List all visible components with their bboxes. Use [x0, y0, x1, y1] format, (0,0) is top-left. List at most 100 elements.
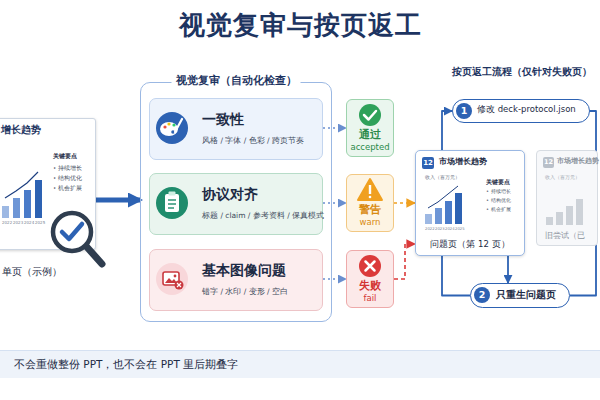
- node-text: • 结构优化: [53, 175, 82, 181]
- bar-chart-faded: [566, 206, 573, 225]
- status-box: 警告warn: [346, 174, 394, 232]
- node-text: 市场增长趋势: [439, 157, 487, 166]
- node-text: • 机会扩展: [53, 185, 82, 191]
- node-text: 协议对齐: [202, 186, 258, 202]
- image-icon: [156, 263, 188, 295]
- node-text: 修改 deck-protocol.json: [477, 105, 576, 115]
- image-icon: [165, 278, 177, 283]
- bar-chart-faded: [546, 199, 583, 225]
- node-text: 2022: [2, 221, 12, 226]
- slide-card-faded: 12市场增长趋势收入（百万元）旧尝试（已: [536, 150, 598, 246]
- node-text: 一致性: [202, 111, 244, 127]
- node-text: 标题 / claim / 参考资料 / 保真模式: [202, 212, 324, 221]
- connector: [394, 244, 415, 279]
- node-text: 2023: [435, 227, 445, 231]
- connector: [507, 256, 509, 283]
- bar-chart-faded: [546, 217, 553, 225]
- node-text: warn: [347, 218, 393, 228]
- group-box: 视觉复审（自动化检查）一致性风格 / 字体 / 色彩 / 跨页节奏协议对齐标题 …: [140, 82, 332, 322]
- node-text: 2022: [425, 227, 435, 231]
- clipboard-icon: [165, 194, 179, 212]
- connector: [394, 202, 415, 204]
- node-text: 风格 / 字体 / 色彩 / 跨页节奏: [202, 137, 304, 146]
- magnifier-icon: [86, 246, 102, 264]
- caption-text: 不会重做整份 PPT，也不会在 PPT 里后期叠字: [14, 358, 238, 370]
- node-text: 旧尝试（已: [545, 231, 585, 240]
- bar-chart: [24, 190, 31, 218]
- node-text: 失败: [347, 280, 393, 293]
- node-text: 关键要点: [486, 179, 510, 185]
- node-text: 错字 / 水印 / 变形 / 空白: [202, 288, 288, 297]
- step-pill: 1 修改 deck-protocol.json: [452, 99, 590, 123]
- node-text: 12: [543, 157, 554, 168]
- node-text: • 结构优化: [486, 198, 511, 204]
- palette-icon: [172, 123, 175, 126]
- node-text: 2023: [13, 221, 23, 226]
- node-text: 12: [422, 157, 434, 169]
- bar-chart: [35, 180, 42, 218]
- check-icon: [359, 104, 381, 126]
- warning-icon: [369, 185, 371, 194]
- bar-chart: [428, 186, 458, 208]
- connector: [96, 198, 140, 203]
- palette-icon: [156, 112, 188, 144]
- clipboard-icon: [168, 207, 174, 208]
- status-box: 通过accepted: [346, 99, 394, 157]
- bar-chart: [5, 172, 38, 198]
- bar-chart: [435, 208, 442, 224]
- node-text: 问题页（第 12 页）: [416, 240, 524, 250]
- palette-icon: [160, 122, 178, 136]
- text-label: 按页返工流程（仅针对失败页）: [452, 66, 592, 78]
- bar-chart: [13, 198, 20, 218]
- text-label: 单页（示例）: [2, 266, 62, 278]
- node-text: 2024: [445, 227, 455, 231]
- node-text: 关键要点: [53, 153, 77, 160]
- palette-icon: [171, 130, 175, 134]
- slide-card: 12市场增长趋势收入（百万元）关键要点• 持续增长• 结构优化• 机会扩展202…: [415, 150, 525, 256]
- bar-chart: [2, 206, 9, 218]
- palette-icon: [163, 125, 166, 128]
- status-box: 失败fail: [346, 250, 394, 308]
- magnifier-icon: [62, 224, 82, 239]
- check-row: 一致性风格 / 字体 / 色彩 / 跨页节奏: [149, 98, 323, 160]
- node-text: 视觉复审（自动化检查）: [172, 74, 301, 86]
- magnifier-icon: [53, 213, 102, 264]
- check-icon: [364, 111, 376, 120]
- magnifier-icon: [53, 213, 91, 251]
- check-row: 协议对齐标题 / claim / 参考资料 / 保真模式: [149, 173, 323, 235]
- node-text: 警告: [347, 204, 393, 217]
- node-text: 市场增长趋势: [557, 158, 599, 165]
- node-text: 增长趋势: [1, 125, 41, 136]
- image-icon: [156, 263, 188, 295]
- fail-icon: [359, 255, 381, 277]
- warning-icon: [369, 196, 372, 199]
- bar-chart: [455, 193, 462, 224]
- node-text: 2025: [35, 221, 45, 226]
- fail-icon: [359, 255, 381, 277]
- caption-band: 不会重做整份 PPT，也不会在 PPT 里后期叠字: [0, 350, 600, 378]
- connector: [323, 202, 346, 204]
- node-text: 1: [456, 103, 472, 119]
- step-pill: 2 只重生问题页: [470, 283, 570, 308]
- image-icon: [177, 283, 181, 287]
- node-text: 收入（百万元）: [425, 175, 460, 180]
- bar-chart: [445, 201, 452, 224]
- fail-icon: [366, 262, 375, 271]
- bar-chart: [425, 186, 462, 224]
- node-text: fail: [347, 294, 393, 304]
- node-text: 2: [474, 287, 490, 303]
- warning-icon: [358, 179, 382, 200]
- node-text: • 持续增长: [53, 165, 82, 171]
- node-text: 2024: [24, 221, 34, 226]
- slide-thumbnail: 增长趋势关键要点 • 持续增长 • 结构优化 • 机会扩展 20222023202420…: [0, 118, 96, 250]
- node-text: 通过: [347, 129, 393, 142]
- clipboard-icon: [168, 203, 176, 204]
- image-icon: [175, 281, 184, 290]
- clipboard-icon: [168, 199, 176, 200]
- check-row: 基本图像问题错字 / 水印 / 变形 / 空白: [149, 249, 323, 311]
- bar-chart-faded: [556, 212, 563, 225]
- node-text: 2025: [455, 227, 465, 231]
- node-text: 只重生问题页: [496, 289, 556, 301]
